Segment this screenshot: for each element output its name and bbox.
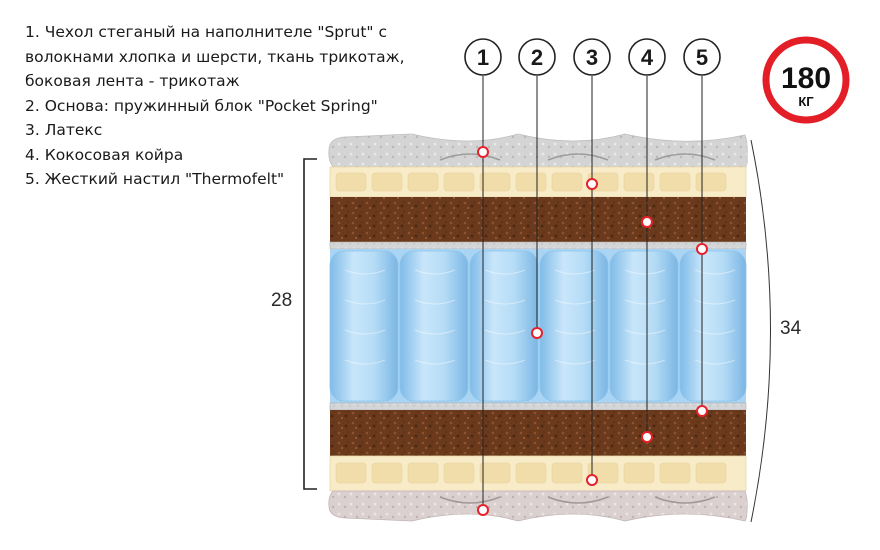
marker-3: 3 — [573, 38, 611, 76]
weight-badge-ring — [762, 36, 850, 124]
pointer-dot-cover-bottom — [477, 504, 489, 516]
pointer-dot-latex-bottom — [586, 474, 598, 486]
pointer-dot-cover-top — [477, 146, 489, 158]
pointer-dot-felt-top — [696, 243, 708, 255]
latex-top-layer — [329, 166, 747, 198]
marker-3-label: 3 — [586, 45, 598, 70]
marker-1-label: 1 — [477, 45, 489, 70]
inner-height-bracket — [303, 158, 317, 490]
marker-5-label: 5 — [696, 45, 708, 70]
total-height-arc — [750, 139, 771, 523]
marker-1: 1 — [464, 38, 502, 76]
weight-badge-value: 180 — [781, 62, 831, 95]
felt-bottom-layer — [329, 402, 747, 411]
pointer-dot-springs — [531, 327, 543, 339]
pointer-dot-coir-bottom — [641, 431, 653, 443]
inner-height-label: 28 — [271, 290, 293, 311]
pointer-dot-felt-bottom — [696, 405, 708, 417]
legend: 1. Чехол стеганый на наполнителе "Sprut"… — [25, 20, 445, 192]
coir-bottom-layer — [330, 410, 746, 456]
cover-bottom-layer — [328, 490, 748, 522]
latex-bottom-layer — [329, 455, 747, 492]
marker-4-label: 4 — [641, 45, 654, 70]
pointer-dots — [477, 146, 708, 516]
legend-item-spring-block: 2. Основа: пружинный блок "Pocket Spring… — [25, 96, 378, 115]
pointer-dot-latex-top — [586, 178, 598, 190]
felt-top-layer — [329, 241, 747, 250]
marker-2-label: 2 — [531, 45, 543, 70]
legend-item-thermofelt: 5. Жесткий настил "Thermofelt" — [25, 170, 285, 188]
marker-2: 2 — [518, 38, 556, 76]
cover-top-layer — [328, 133, 748, 168]
spring-block-layer — [329, 249, 747, 403]
weight-limit-badge: 180 КГ — [762, 36, 850, 124]
coir-top-layer — [330, 197, 746, 242]
marker-4: 4 — [628, 38, 666, 76]
weight-badge-unit: КГ — [798, 94, 814, 109]
legend-item-coir: 4. Кокосовая койра — [25, 145, 184, 164]
marker-5: 5 — [683, 38, 721, 76]
legend-item-cover: 1. Чехол стеганый на наполнителе "Sprut"… — [25, 23, 405, 90]
legend-item-latex: 3. Латекс — [25, 121, 103, 139]
total-height-label: 34 — [780, 318, 802, 339]
pointer-dot-coir-top — [641, 216, 653, 228]
